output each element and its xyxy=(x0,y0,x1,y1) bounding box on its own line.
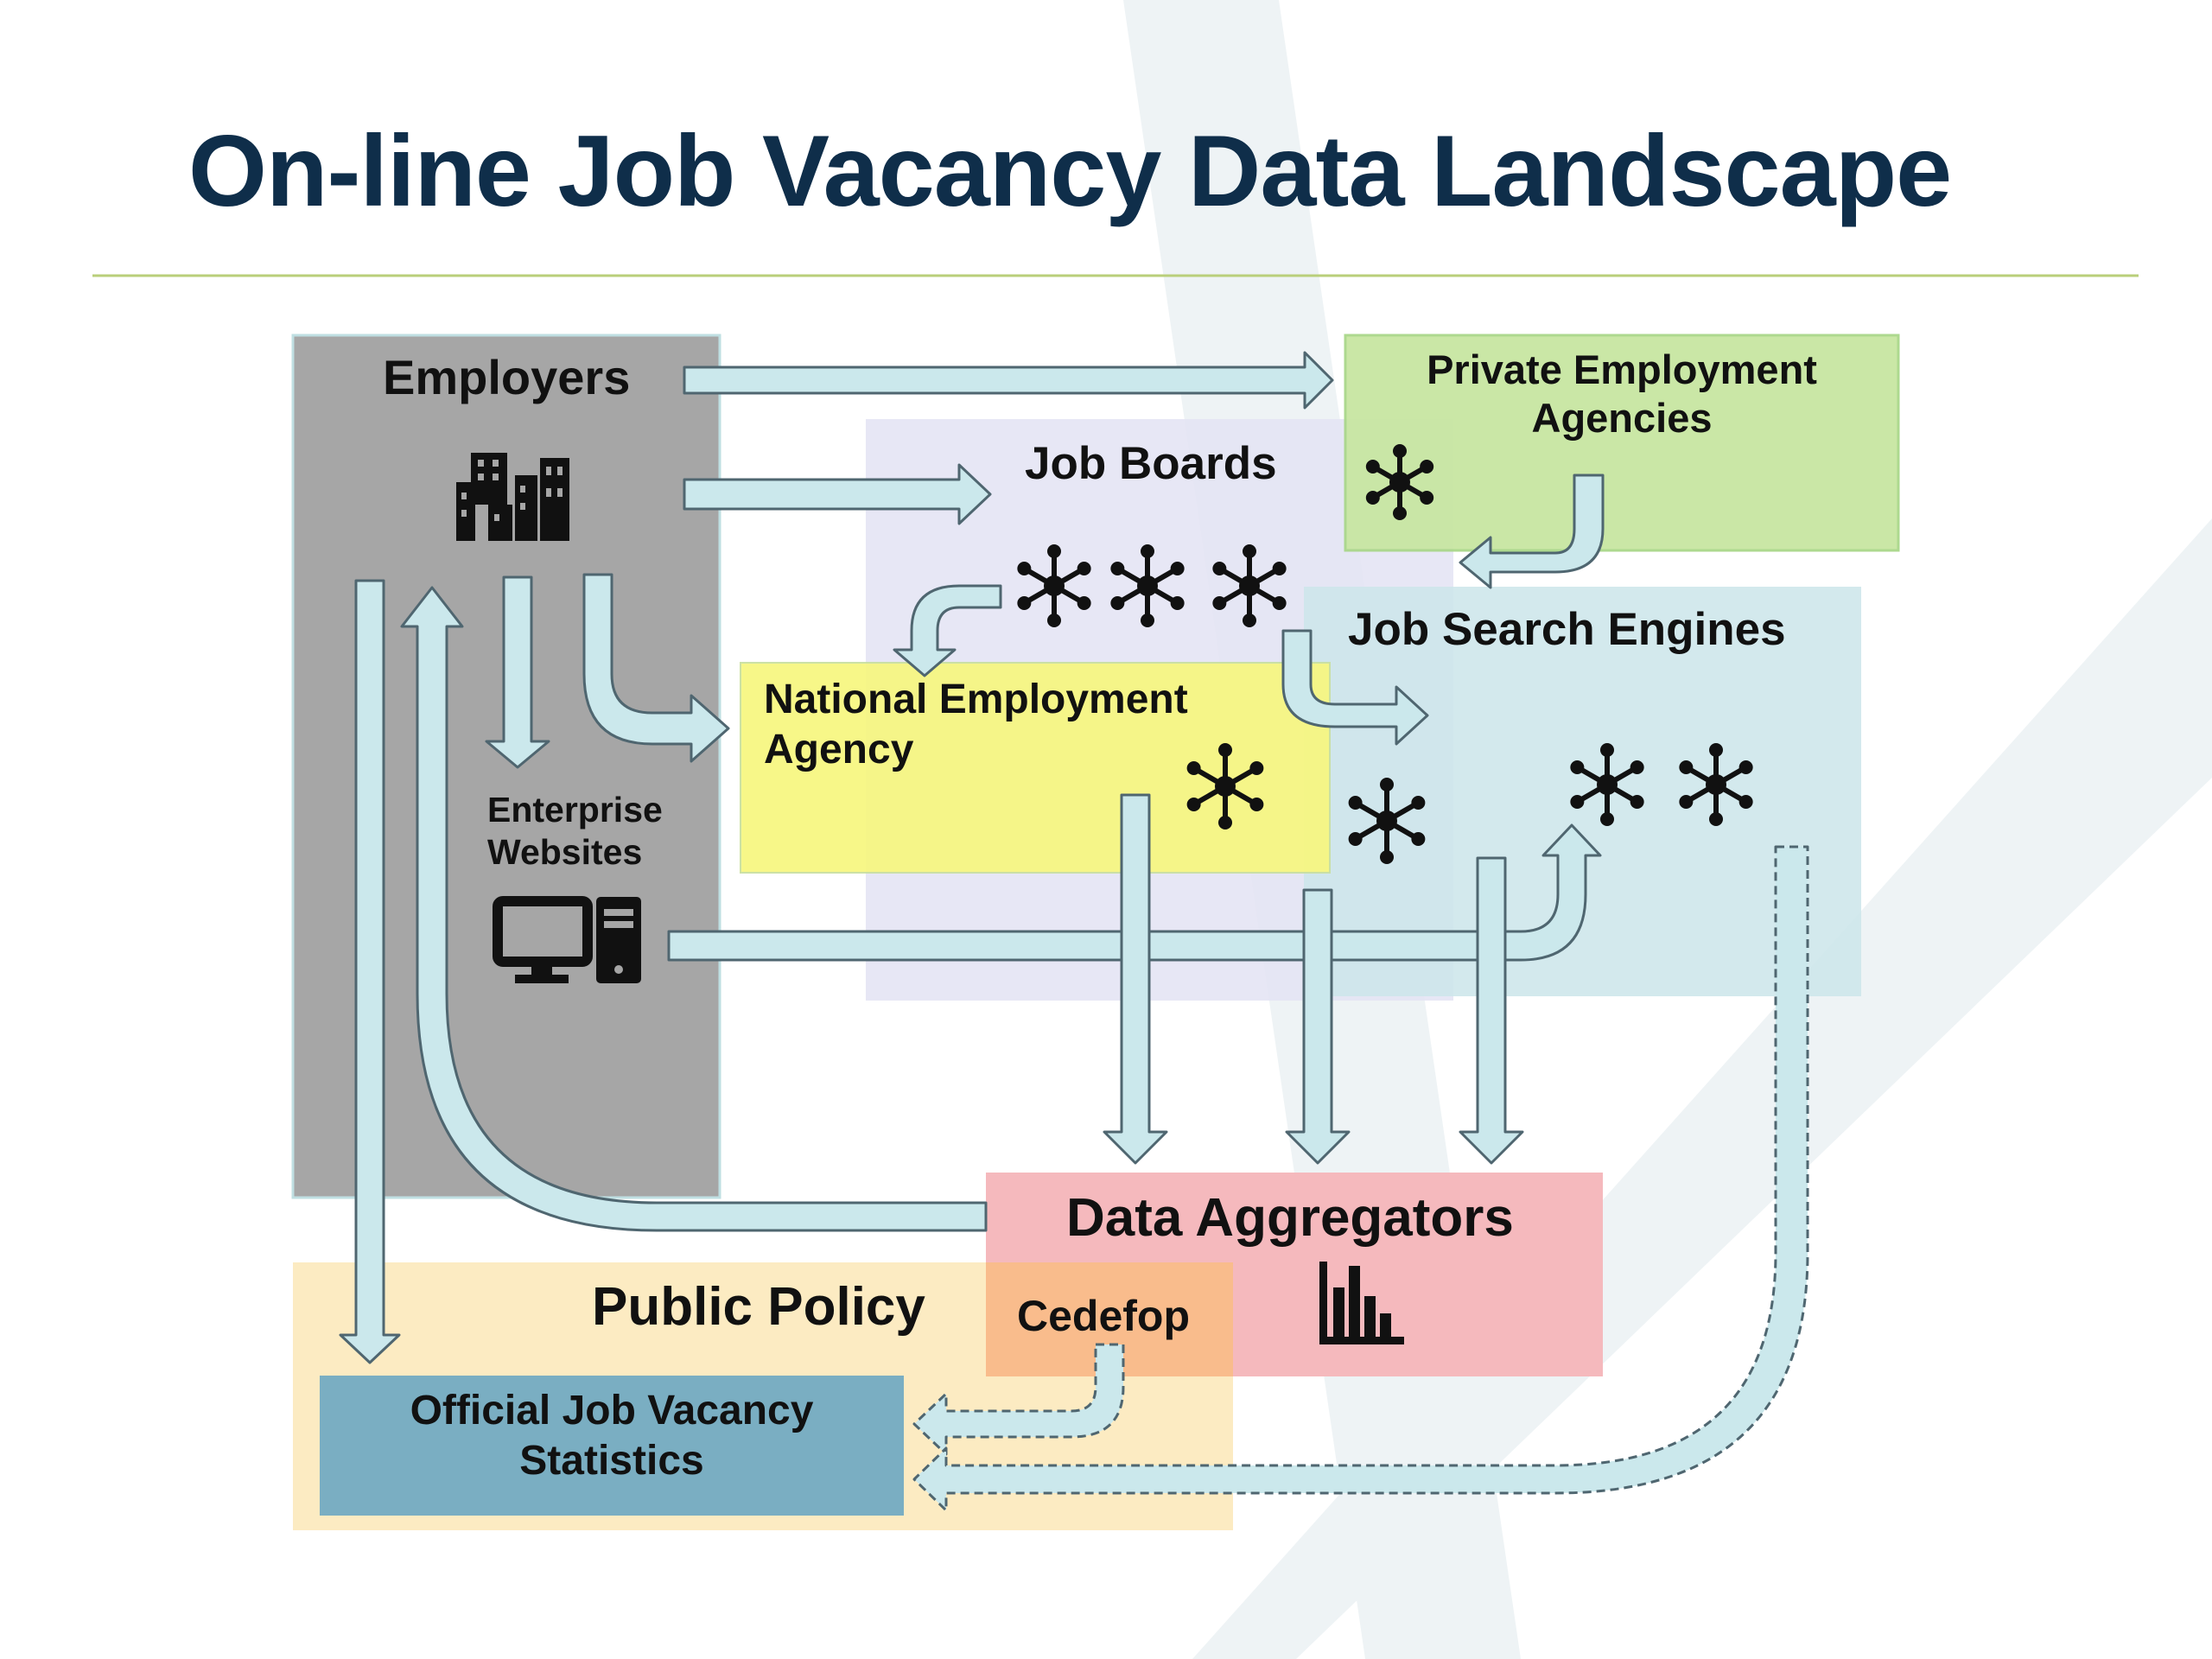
arrow-employers-to-official-stats xyxy=(339,579,401,1364)
arrow-job-boards-to-aggregators xyxy=(1285,888,1351,1165)
national-agency-label: National Employment Agency xyxy=(764,675,1188,774)
cedefop-label: Cedefop xyxy=(1017,1292,1190,1340)
dashed-arrow-cedefop-to-official-stats xyxy=(912,1343,1125,1456)
network-icon-national-agency xyxy=(1186,743,1264,830)
network-icon-job-boards-2 xyxy=(1110,544,1185,627)
arrow-employers-to-national-agency xyxy=(582,573,730,763)
national-agency-box xyxy=(740,662,1331,874)
public-policy-label: Public Policy xyxy=(592,1277,925,1337)
network-icons xyxy=(1017,444,1753,864)
private-agencies-box xyxy=(1344,334,1900,552)
private-agencies-label: Private Employment Agencies xyxy=(1345,346,1898,443)
flow-arrows xyxy=(339,351,1605,1364)
arrow-search-engines-to-aggregators xyxy=(1459,856,1524,1165)
arrow-employers-to-job-boards xyxy=(683,463,992,525)
employers-label: Employers xyxy=(383,350,631,404)
arrow-private-to-search-engines xyxy=(1459,474,1605,589)
official-stats-line-1: Official Job Vacancy xyxy=(410,1388,814,1433)
job-search-engines-box xyxy=(1304,587,1861,996)
bar-chart-icon xyxy=(1319,1262,1404,1344)
official-stats-line-2: Statistics xyxy=(519,1437,704,1484)
data-aggregators-label: Data Aggregators xyxy=(1066,1188,1514,1248)
dashed-arrow-search-engines-to-official-stats xyxy=(912,845,1809,1512)
dashed-flow-arrows xyxy=(912,845,1809,1512)
network-icon-job-boards-4 xyxy=(1348,778,1426,864)
network-icon-private-agencies xyxy=(1365,444,1434,520)
national-agency-line-2: Agency xyxy=(764,726,914,772)
private-agencies-line-1: Private Employment xyxy=(1427,346,1817,392)
network-icon-job-boards-3 xyxy=(1212,544,1287,627)
network-icon-search-engines-2 xyxy=(1679,743,1753,826)
arrow-aggregators-to-employers xyxy=(400,586,988,1232)
network-icon-job-boards-1 xyxy=(1017,544,1091,627)
national-agency-line-1: National Employment xyxy=(764,677,1188,722)
network-icon-search-engines-1 xyxy=(1570,743,1644,826)
job-boards-label: Job Boards xyxy=(1025,438,1277,489)
private-agencies-line-2: Agencies xyxy=(1531,395,1713,442)
page-title: On-line Job Vacancy Data Landscape xyxy=(188,114,1952,227)
arrow-national-agency-to-aggregators xyxy=(1103,793,1168,1165)
enterprise-websites-label: Enterprise Websites xyxy=(487,789,663,874)
computer-icon xyxy=(493,896,641,983)
official-stats-label: Official Job Vacancy Statistics xyxy=(320,1386,904,1485)
buildings-icon xyxy=(456,453,569,541)
arrow-job-boards-to-search-engines xyxy=(1281,629,1429,746)
enterprise-websites-line-2: Websites xyxy=(487,832,643,873)
arrow-employers-to-websites xyxy=(485,575,550,769)
arrow-job-boards-to-national-agency xyxy=(893,584,1002,677)
official-stats-box xyxy=(320,1376,904,1516)
arrow-employers-to-private-agencies xyxy=(683,351,1334,410)
enterprise-websites-line-1: Enterprise xyxy=(487,790,663,830)
job-search-engines-label: Job Search Engines xyxy=(1348,604,1786,655)
